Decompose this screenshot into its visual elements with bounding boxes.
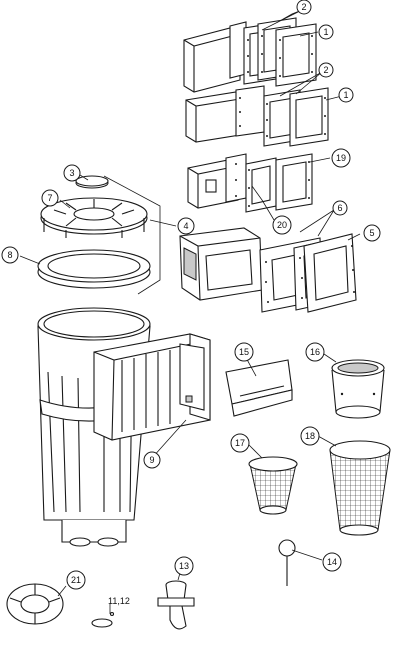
callout-1a: 1 <box>318 24 334 40</box>
svg-text:19: 19 <box>336 153 346 163</box>
svg-text:6: 6 <box>337 203 342 213</box>
callout-16: 16 <box>305 342 325 362</box>
svg-text:14: 14 <box>327 557 337 567</box>
deck-lid-7 <box>40 197 148 238</box>
throat-assembly-small <box>187 153 313 213</box>
callout-17: 17 <box>230 433 250 453</box>
throat-assembly-standard <box>185 85 329 147</box>
adjustable-collar-8 <box>37 249 151 289</box>
basket-18 <box>329 440 391 536</box>
basket-17 <box>248 456 298 515</box>
callout-21: 21 <box>66 570 86 590</box>
callout-3: 3 <box>63 164 81 182</box>
svg-text:17: 17 <box>235 438 245 448</box>
callout-5: 5 <box>363 224 381 242</box>
callout-15: 15 <box>234 342 254 362</box>
callout-7: 7 <box>41 189 59 207</box>
svg-text:16: 16 <box>310 347 320 357</box>
svg-text:8: 8 <box>7 250 12 260</box>
svg-text:1: 1 <box>323 27 328 37</box>
callout-1b: 1 <box>338 87 354 103</box>
svg-text:4: 4 <box>183 221 188 231</box>
svg-text:2: 2 <box>301 2 306 12</box>
svg-text:7: 7 <box>47 193 52 203</box>
svg-text:15: 15 <box>239 347 249 357</box>
cap-11-12 <box>91 611 115 628</box>
lid-3 <box>75 175 109 189</box>
svg-text:2: 2 <box>323 65 328 75</box>
svg-text:5: 5 <box>369 228 374 238</box>
svg-text:18: 18 <box>305 431 315 441</box>
callout-4: 4 <box>177 217 195 235</box>
callout-19: 19 <box>331 148 351 168</box>
weir-15 <box>225 359 293 417</box>
callout-9: 9 <box>143 451 161 469</box>
callout-13: 13 <box>174 556 194 576</box>
callout-2a: 2 <box>296 0 312 15</box>
svg-text:13: 13 <box>179 561 189 571</box>
float-14 <box>278 539 296 586</box>
throat-assembly-wide <box>183 17 317 93</box>
fitting-13 <box>157 580 195 630</box>
leader-lines <box>19 9 361 614</box>
callout-18: 18 <box>300 426 320 446</box>
svg-text:9: 9 <box>149 455 154 465</box>
equalizer-ring-21 <box>6 583 64 625</box>
canister-16 <box>331 359 385 419</box>
callout-20: 20 <box>272 215 292 235</box>
callout-14: 14 <box>322 552 342 572</box>
svg-text:21: 21 <box>71 575 81 585</box>
callout-2b: 2 <box>318 62 334 78</box>
skimmer-body-9 <box>37 307 211 547</box>
label-11-12: 11,12 <box>108 596 130 606</box>
callout-6: 6 <box>332 200 348 216</box>
callout-8: 8 <box>1 246 19 264</box>
svg-text:20: 20 <box>277 220 287 230</box>
svg-text:1: 1 <box>343 90 348 100</box>
svg-text:3: 3 <box>69 168 74 178</box>
throat-assembly-large <box>179 227 357 313</box>
